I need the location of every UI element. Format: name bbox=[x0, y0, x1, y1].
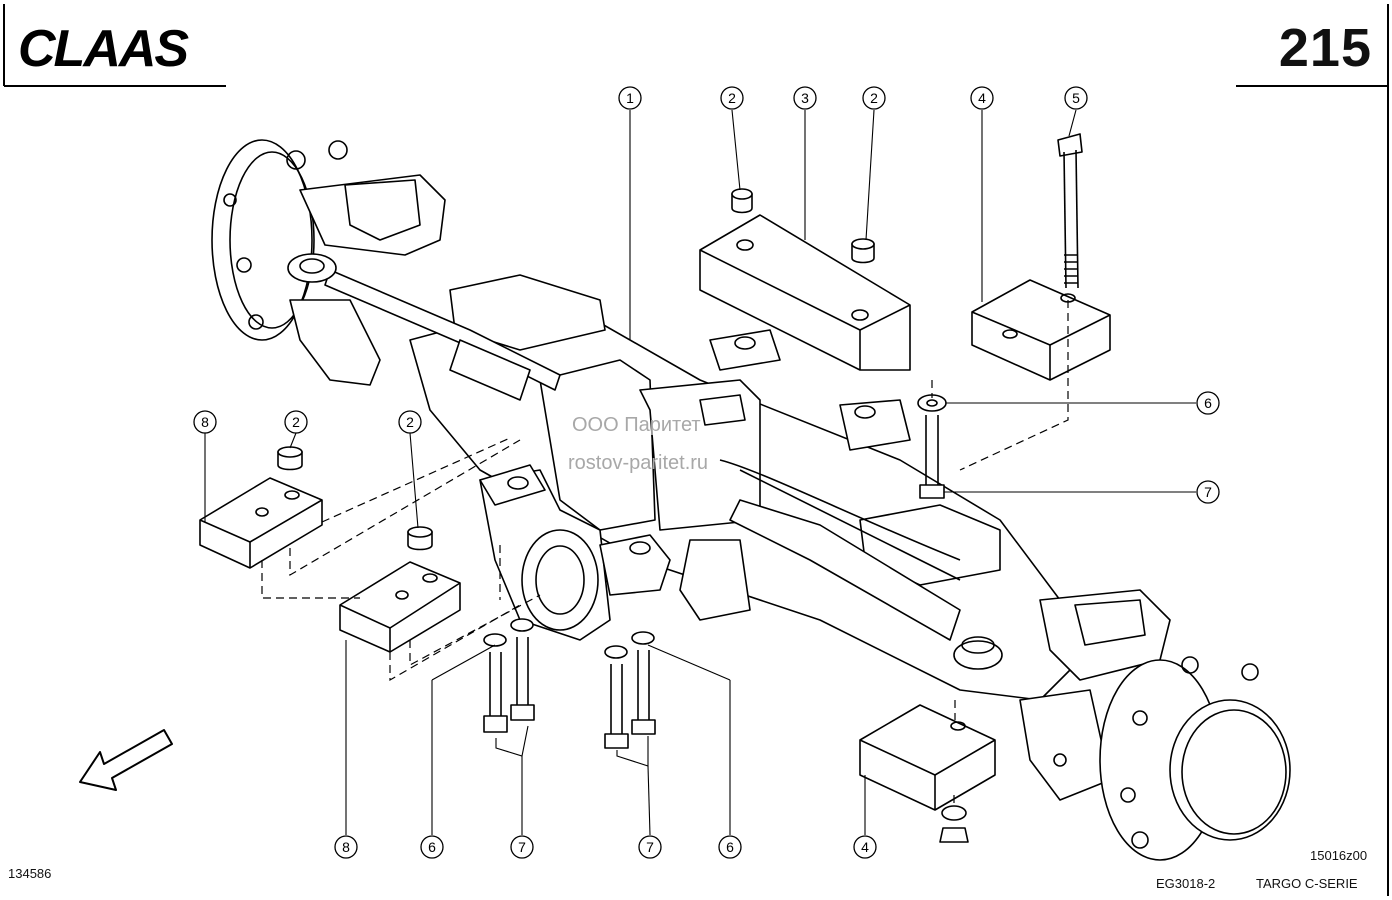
pivot-bracket-front bbox=[479, 464, 751, 641]
callout-label: 1 bbox=[626, 90, 634, 106]
callout-leader-lines bbox=[204, 109, 1196, 836]
callout-label: 6 bbox=[428, 839, 436, 855]
part-nut-lower bbox=[939, 805, 969, 843]
part-2-bushing-d bbox=[407, 526, 433, 551]
callout-label: 4 bbox=[978, 90, 986, 106]
callout-label: 6 bbox=[726, 839, 734, 855]
group-code: EG3018-2 bbox=[1156, 876, 1216, 891]
part-2-bushing-b bbox=[851, 238, 875, 264]
callout-label: 2 bbox=[870, 90, 878, 106]
callout-label: 5 bbox=[1072, 90, 1080, 106]
callout-label: 6 bbox=[1204, 395, 1212, 411]
part-6-washer-upper bbox=[917, 394, 947, 412]
callout-label: 2 bbox=[406, 414, 414, 430]
callout-label: 8 bbox=[342, 839, 350, 855]
watermark-company: ООО Паритет bbox=[572, 414, 701, 436]
left-wheel-hub bbox=[211, 139, 446, 386]
steering-cylinder bbox=[287, 253, 1003, 670]
callout-label: 3 bbox=[801, 90, 809, 106]
part-7-bolts-lower-left bbox=[483, 618, 535, 733]
part-2-bushing-a bbox=[731, 188, 753, 214]
part-4-weight-block-lower bbox=[859, 704, 996, 811]
part-8-spacer-block-lower bbox=[339, 561, 461, 653]
watermark-site: rostov-paritet.ru bbox=[568, 452, 709, 474]
drawing-number: 134586 bbox=[8, 866, 52, 881]
callout-label: 7 bbox=[1204, 484, 1212, 500]
direction-arrow-icon bbox=[79, 729, 173, 791]
part-7-bolt-upper bbox=[919, 415, 945, 499]
callout-label: 7 bbox=[646, 839, 654, 855]
part-3-mounting-block bbox=[699, 214, 911, 371]
page-number: 215 bbox=[1278, 18, 1372, 78]
part-8-spacer-block-left bbox=[199, 477, 323, 569]
part-5-long-bolt bbox=[1057, 133, 1083, 289]
reference-code: 15016z00 bbox=[1310, 848, 1368, 863]
model-series: TARGO C-SERIE bbox=[1256, 876, 1358, 891]
callout-label: 2 bbox=[728, 90, 736, 106]
right-wheel-hub bbox=[1019, 589, 1291, 861]
callout-label: 8 bbox=[201, 414, 209, 430]
callout-label: 7 bbox=[518, 839, 526, 855]
callout-bubbles: 1 2 3 2 4 5 6 7 8 2 2 8 6 7 7 6 4 bbox=[193, 86, 1220, 859]
claas-logo: CLAAS bbox=[12, 22, 238, 74]
callout-label: 4 bbox=[861, 839, 869, 855]
part-4-weight-block-upper bbox=[971, 279, 1111, 381]
callout-label: 2 bbox=[292, 414, 300, 430]
claas-logo-text: CLAAS bbox=[18, 22, 189, 74]
assembly-guide-lines bbox=[261, 300, 1069, 805]
part-2-bushing-c bbox=[277, 446, 303, 471]
part-7-bolts-lower-right bbox=[604, 631, 656, 749]
